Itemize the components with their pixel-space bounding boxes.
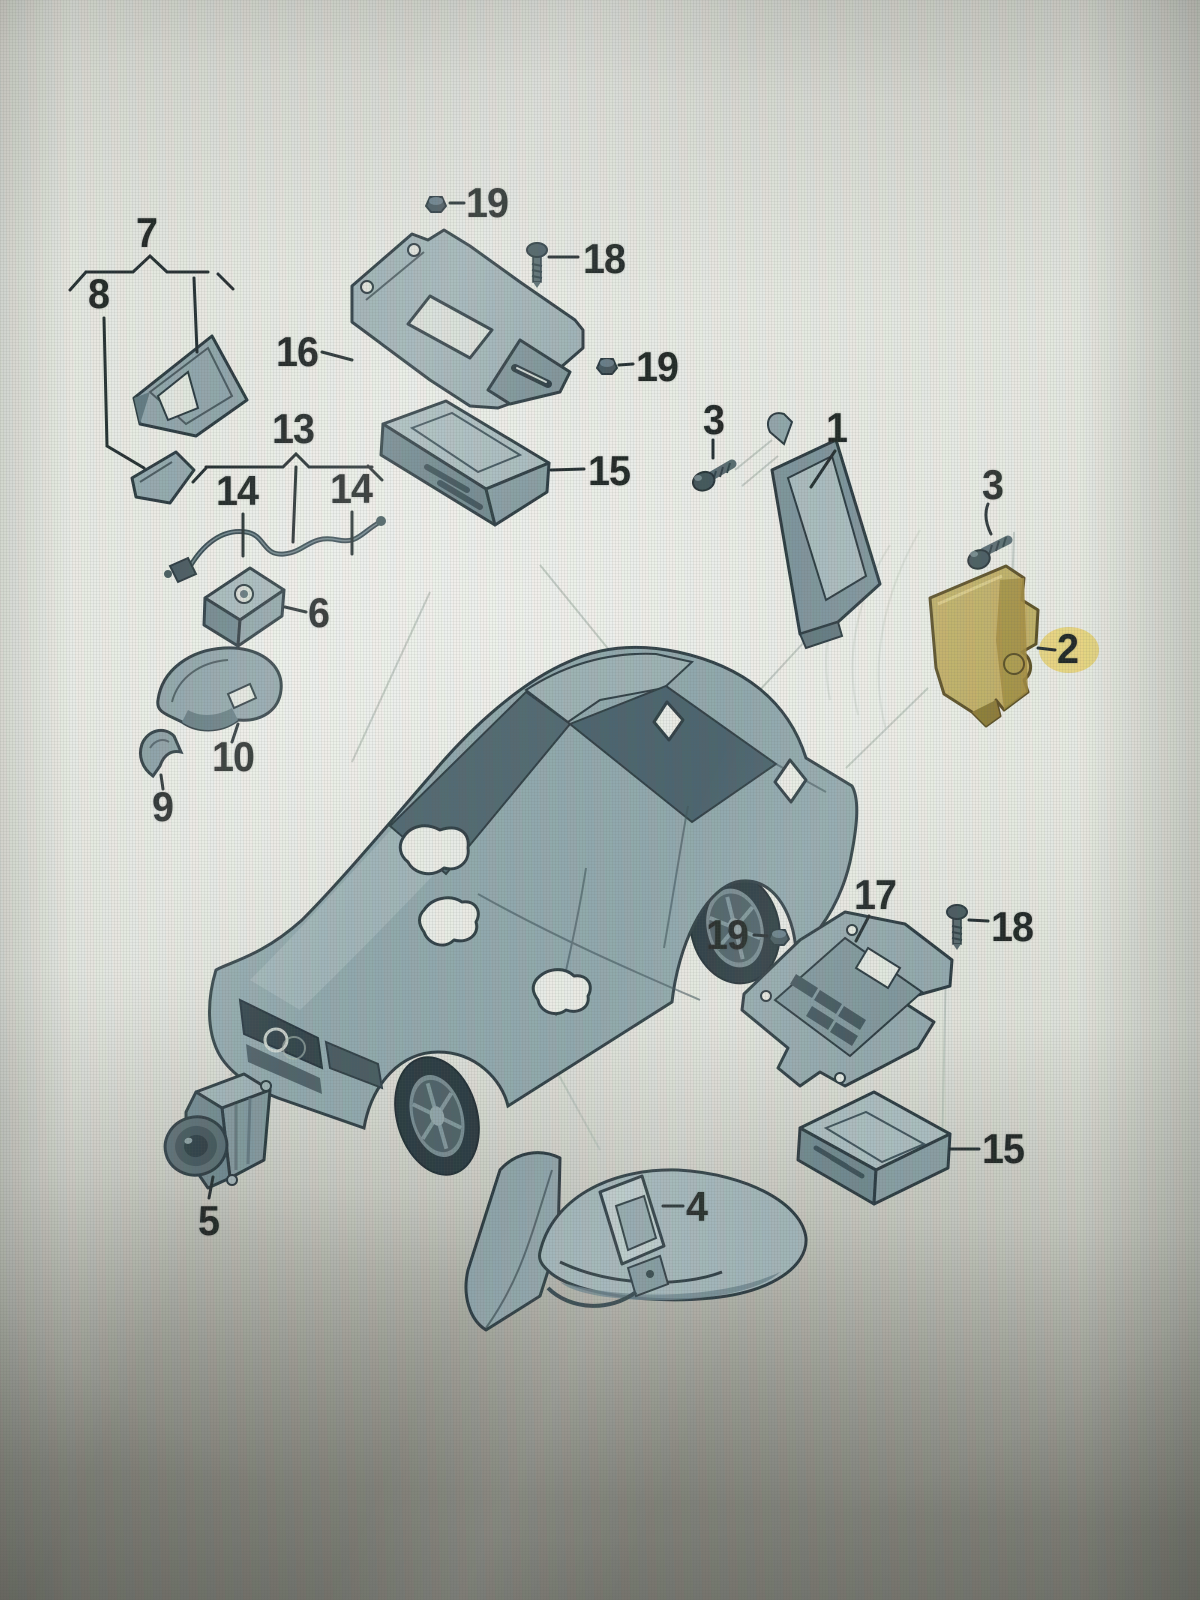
part-8-trim-wedge (130, 450, 196, 505)
bumper-intake (246, 1044, 322, 1094)
callout-19-top: 19 (466, 179, 509, 226)
part-15-control-module-top (379, 399, 551, 527)
callout-17: 17 (854, 871, 897, 918)
callout-14-left: 14 (216, 467, 259, 514)
part-5-camera (163, 1072, 272, 1190)
rear-wheel (689, 871, 781, 985)
callout-3-right: 3 (982, 461, 1004, 508)
front-grille (238, 998, 324, 1070)
hood-panel (250, 820, 444, 1010)
callout-6: 6 (308, 589, 330, 636)
camera-lens (163, 1115, 229, 1177)
callout-19-bottom: 19 (706, 911, 749, 958)
callout-4: 4 (686, 1183, 708, 1230)
screw-3-right (967, 535, 1013, 570)
callout-2-highlight-glow (1039, 627, 1099, 673)
callout-18-bottom: 18 (991, 903, 1034, 950)
part-2-sensor-highlighted (928, 564, 1040, 728)
part-10-cover (156, 646, 283, 732)
roof-panel (524, 652, 695, 724)
callout-19-mid: 19 (636, 343, 679, 390)
nut-19-bottom (768, 929, 790, 946)
callout-7: 7 (136, 209, 158, 256)
nut-19-mid (596, 358, 618, 375)
bracket-slots (790, 974, 866, 1046)
callout-8: 8 (88, 270, 110, 317)
screw-18-bottom (946, 904, 968, 950)
leader-lines (68, 201, 1057, 1208)
part-7-trim-triangle (132, 334, 249, 438)
screw-3-left (692, 459, 737, 492)
part-16-mounting-bracket (350, 228, 585, 410)
callout-14-right: 14 (330, 465, 373, 512)
part-4-side-mirror (464, 1151, 808, 1332)
callout-16: 16 (276, 328, 319, 375)
part-17-mounting-bracket (740, 910, 954, 1088)
part-9-clip (138, 728, 184, 779)
screw-18-top (526, 242, 548, 288)
callout-5: 5 (198, 1197, 220, 1244)
callout-2: 2 (1057, 625, 1079, 672)
front-wheel (394, 1056, 480, 1176)
callout-10: 10 (212, 733, 255, 780)
callout-15-bottom: 15 (982, 1125, 1025, 1172)
callout-9: 9 (152, 783, 174, 830)
brand-rings-icon (282, 1036, 306, 1060)
callout-13: 13 (272, 405, 315, 452)
part-6-sensor-module (202, 566, 286, 648)
callout-15-top: 15 (588, 447, 631, 494)
part-15-control-module-bottom (796, 1090, 952, 1206)
mounting-cutouts (398, 700, 808, 1016)
callout-3-left: 3 (703, 396, 725, 443)
headlight (324, 1040, 384, 1090)
sedan-illustration (208, 645, 859, 1176)
callout-18-top: 18 (583, 235, 626, 282)
nut-19-top (425, 196, 447, 213)
part-1-control-panel (766, 412, 882, 650)
part-13-wiring-harness (164, 516, 386, 584)
callout-1: 1 (826, 404, 848, 451)
